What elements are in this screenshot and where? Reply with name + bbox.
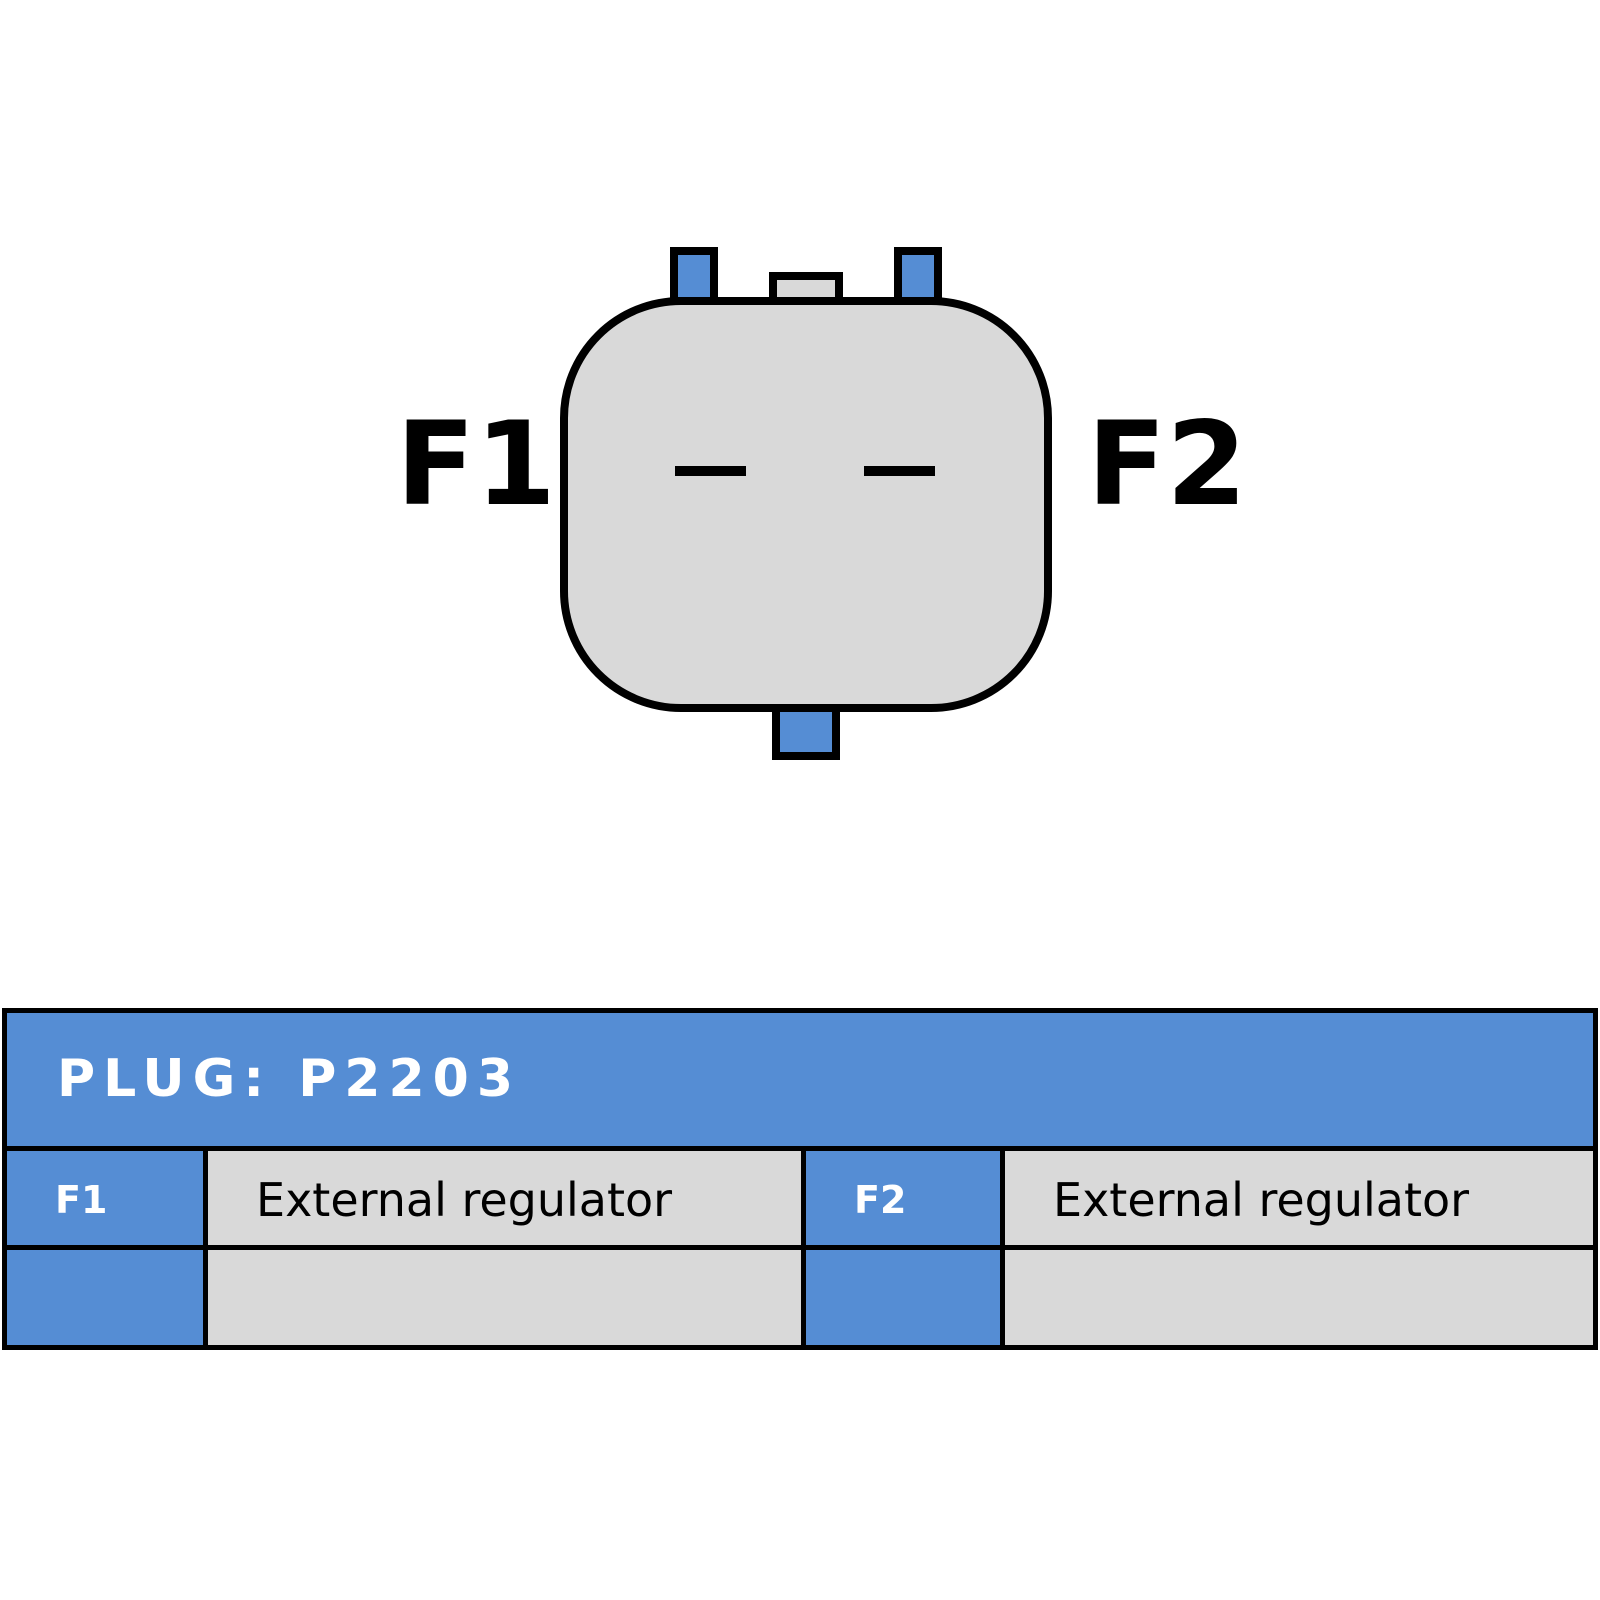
pin-name: F1 xyxy=(55,1178,108,1222)
connector-pin-bottom xyxy=(772,704,840,760)
pin-cell: F2 xyxy=(806,1151,1000,1245)
pin-description: External regulator xyxy=(256,1173,673,1227)
pin-label-right: F2 xyxy=(1087,397,1247,532)
connector-body xyxy=(560,297,1052,712)
plug-table: PLUG: P2203 F1 External regulator F2 Ext… xyxy=(2,1008,1598,1350)
pin-label-left: F1 xyxy=(396,397,556,532)
connector-pin-top-left xyxy=(670,247,718,305)
description-cell: External regulator xyxy=(208,1151,801,1245)
pin-cell xyxy=(7,1250,203,1345)
pin-name: F2 xyxy=(854,1178,907,1222)
description-cell: External regulator xyxy=(1005,1151,1593,1245)
connector-pin-top-right xyxy=(894,247,942,305)
description-cell xyxy=(208,1250,801,1345)
connector-diagram: F1 F2 xyxy=(396,247,1247,760)
plug-title: PLUG: P2203 xyxy=(57,1049,522,1109)
pin-cell: F1 xyxy=(7,1151,203,1245)
description-cell xyxy=(1005,1250,1593,1345)
plug-header: PLUG: P2203 xyxy=(7,1013,1593,1146)
pin-description: External regulator xyxy=(1053,1173,1470,1227)
pin-cell xyxy=(806,1250,1000,1345)
